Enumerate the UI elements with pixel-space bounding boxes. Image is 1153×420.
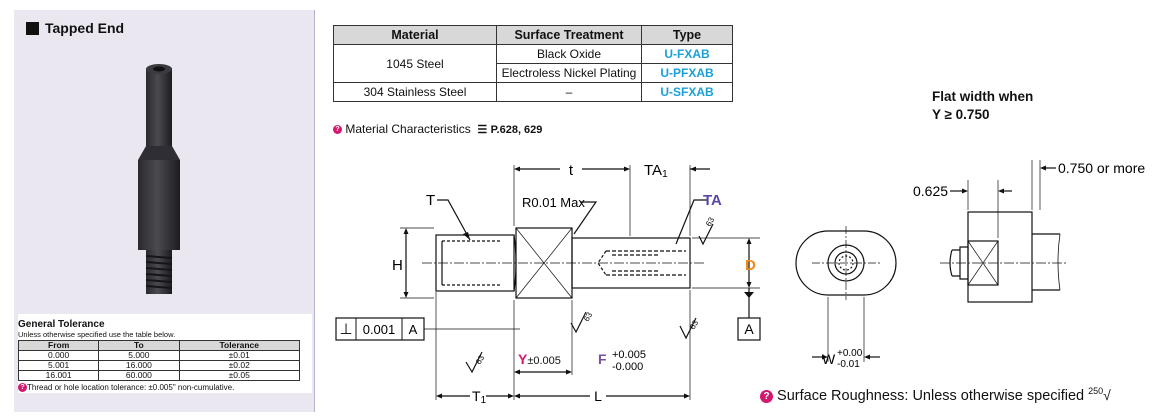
general-tolerance: General Tolerance Unless otherwise speci… bbox=[17, 314, 312, 393]
flat-side-view bbox=[940, 160, 1066, 303]
table-row: Electroless Nickel Plating U-PFXAB bbox=[334, 63, 733, 83]
dim-0625: 0.625 bbox=[913, 183, 948, 199]
roughness-63: 63 bbox=[704, 215, 717, 228]
end-view bbox=[795, 226, 897, 362]
tolerance-subtitle: Unless otherwise specified use the table… bbox=[18, 330, 176, 339]
svg-text:-0.01: -0.01 bbox=[837, 359, 860, 370]
table-row: 1045 Steel Black Oxide U-FXAB bbox=[333, 44, 733, 83]
svg-text:0.001: 0.001 bbox=[363, 322, 396, 337]
dim-L: L bbox=[594, 388, 602, 404]
material-characteristics-link[interactable]: ? Material Characteristics ☰ P.628, 629 bbox=[333, 122, 542, 136]
surface-roughness-note: ? Surface Roughness: Unless otherwise sp… bbox=[760, 386, 1111, 404]
dim-T: T bbox=[426, 192, 435, 209]
product-panel: Tapped End General Tolerance Unless othe… bbox=[14, 10, 315, 412]
cell: ±0.05 bbox=[178, 370, 300, 381]
radius-note: R0.01 Max bbox=[522, 195, 585, 210]
dim-W: W bbox=[822, 351, 836, 367]
cell: 60.000 bbox=[98, 370, 180, 381]
dim-T1: T1 bbox=[472, 388, 487, 406]
tip-icon: ? bbox=[333, 125, 342, 135]
roughness-value: 250 bbox=[1088, 386, 1104, 396]
dim-D: D bbox=[745, 257, 756, 274]
tip-icon: ? bbox=[760, 389, 773, 403]
type-header: Type bbox=[641, 25, 733, 45]
material-cell: 304 Stainless Steel bbox=[333, 82, 497, 102]
datum-a-label: A bbox=[744, 321, 754, 337]
type-code-link[interactable]: U-SFXAB bbox=[641, 82, 733, 102]
dim-TA: TA bbox=[703, 192, 722, 209]
dim-H: H bbox=[392, 257, 403, 274]
svg-text:⊥: ⊥ bbox=[339, 321, 352, 338]
square-bullet-icon bbox=[26, 21, 39, 35]
material-table: Material Surface Treatment Type 1045 Ste… bbox=[333, 25, 733, 102]
dim-t: t bbox=[569, 162, 574, 179]
dim-ta1: TA1 bbox=[644, 162, 668, 180]
roughness-check-icon: √ bbox=[1103, 386, 1111, 403]
svg-text:+0.005: +0.005 bbox=[612, 349, 646, 361]
datum-a-box bbox=[737, 317, 761, 341]
surface-header: Surface Treatment bbox=[496, 25, 642, 45]
dim-0750: 0.750 or more bbox=[1058, 160, 1145, 176]
page-ref: P.628, 629 bbox=[490, 124, 543, 136]
tolerance-note: ?Thread or hole location tolerance: ±0.0… bbox=[18, 382, 312, 393]
table-row: 304 Stainless Steel – U-SFXAB bbox=[333, 82, 733, 102]
svg-text:+0.00: +0.00 bbox=[837, 348, 863, 359]
flat-width-note: Flat width when Y ≥ 0.750 bbox=[932, 89, 1034, 122]
material-cell: 1045 Steel bbox=[333, 44, 497, 83]
surface-cell: – bbox=[496, 82, 642, 102]
tip-icon: ? bbox=[18, 383, 27, 393]
dim-F: F bbox=[598, 351, 607, 367]
svg-text:A: A bbox=[409, 322, 418, 337]
material-header: Material bbox=[333, 25, 497, 45]
dim-Y: Y±0.005 bbox=[518, 351, 561, 367]
book-icon: ☰ bbox=[477, 124, 488, 136]
svg-text:-0.000: -0.000 bbox=[612, 361, 643, 373]
product-photo bbox=[138, 64, 180, 294]
tolerance-title: General Tolerance bbox=[18, 319, 105, 330]
roughness-63: 63 bbox=[582, 310, 595, 323]
surface-cell: Electroless Nickel Plating bbox=[496, 63, 642, 83]
product-title: Tapped End bbox=[26, 20, 124, 36]
